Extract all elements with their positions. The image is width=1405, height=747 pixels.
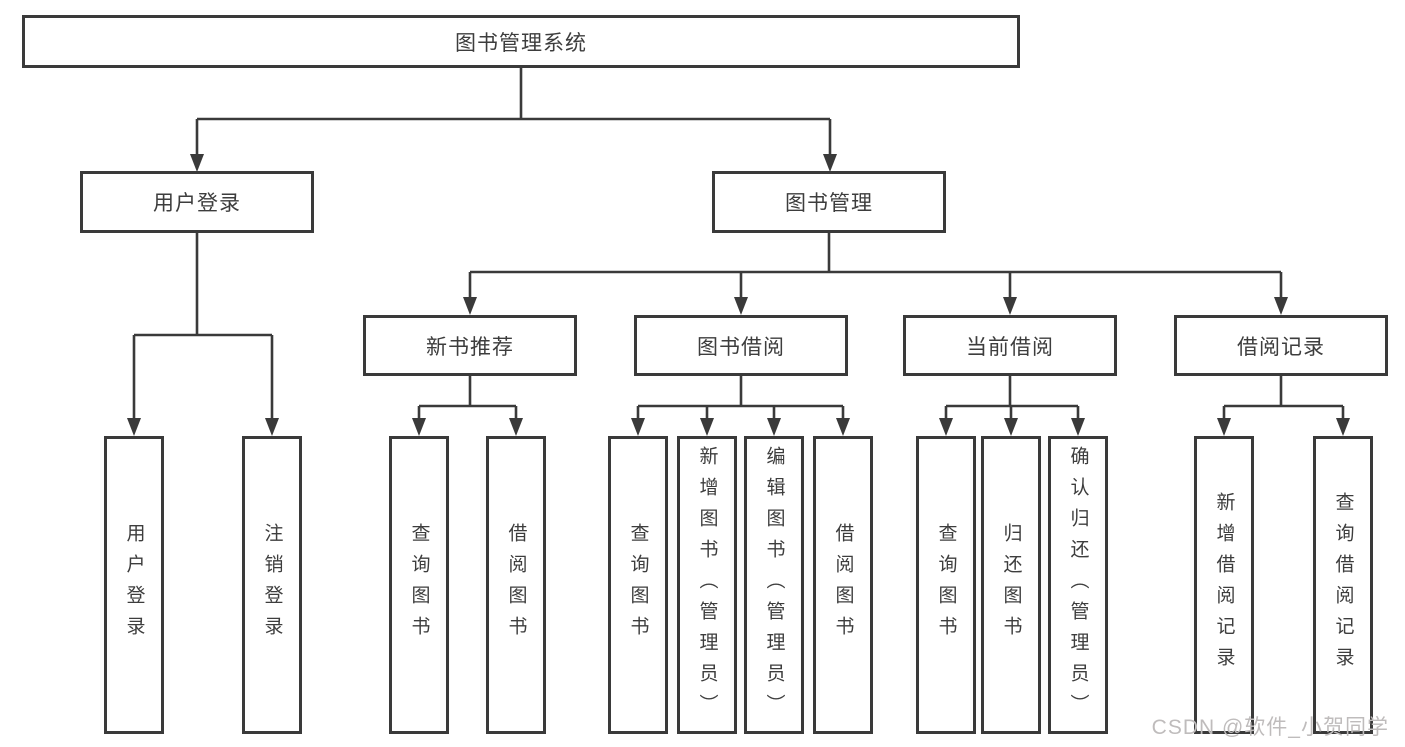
leaf-query-books-recommend: 查询图书 [389,436,449,734]
leaf-borrow-books-recommend: 借阅图书 [486,436,546,734]
leaf-label: 查询图书 [935,523,957,647]
arrowhead-icons [127,154,1350,436]
node-book-management: 图书管理 [712,171,946,233]
leaf-return-books: 归还图书 [981,436,1041,734]
node-book-borrowing: 图书借阅 [634,315,848,376]
node-root-system: 图书管理系统 [22,15,1020,68]
leaf-label: 借阅图书 [505,523,527,647]
leaf-query-borrow-record: 查询借阅记录 [1313,436,1373,734]
leaf-confirm-return-admin: 确认归还（管理员） [1048,436,1108,734]
leaf-label: 查询图书 [408,523,430,647]
node-borrowing-records: 借阅记录 [1174,315,1388,376]
leaf-add-books-admin: 新增图书（管理员） [677,436,737,734]
leaf-label: 编辑图书（管理员） [763,445,785,725]
leaf-query-books-current: 查询图书 [916,436,976,734]
leaf-user-login: 用户登录 [104,436,164,734]
leaf-add-borrow-record: 新增借阅记录 [1194,436,1254,734]
leaf-label: 注销登录 [261,523,283,647]
node-current-borrowing: 当前借阅 [903,315,1117,376]
leaf-borrow-books: 借阅图书 [813,436,873,734]
node-user-login: 用户登录 [80,171,314,233]
leaf-edit-books-admin: 编辑图书（管理员） [744,436,804,734]
leaf-label: 新增图书（管理员） [696,445,718,725]
leaf-label: 用户登录 [123,523,145,647]
leaf-logout: 注销登录 [242,436,302,734]
leaf-label: 归还图书 [1000,523,1022,647]
leaf-label: 借阅图书 [832,523,854,647]
csdn-watermark: CSDN @软件_小贺同学 [1151,716,1389,739]
node-new-book-recommend: 新书推荐 [363,315,577,376]
leaf-label: 新增借阅记录 [1213,492,1235,678]
leaf-label: 查询借阅记录 [1332,492,1354,678]
leaf-label: 查询图书 [627,523,649,647]
leaf-query-books-borrowing: 查询图书 [608,436,668,734]
leaf-label: 确认归还（管理员） [1067,445,1089,725]
